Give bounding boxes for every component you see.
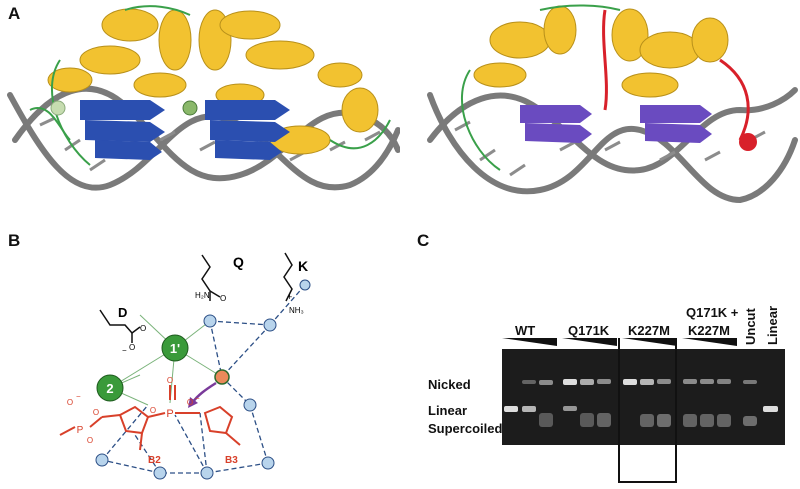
gln-label: Q (233, 254, 244, 270)
highlighted-loops-right (602, 9, 750, 141)
asp-label: D (118, 305, 127, 320)
metal-ion-left-2 (50, 100, 66, 116)
k227m-highlight-box (618, 338, 677, 483)
gel-image (502, 338, 785, 483)
asp-charge: − (122, 346, 127, 355)
band-label-linear: Linear (428, 403, 468, 418)
panel-label-c: C (417, 231, 430, 250)
loops-right (461, 4, 621, 171)
dna-bases-right (454, 120, 766, 177)
phosphate-o-6: O (67, 398, 73, 407)
gel-background (502, 349, 785, 445)
structure-left (7, 5, 400, 191)
phosphate-o-2: O (187, 398, 193, 407)
band-label-supercoiled: Supercoiled (428, 421, 503, 436)
phosphate-charge-2: − (195, 394, 200, 403)
metal-ion-2-label: 2 (106, 381, 113, 396)
structure-right (427, 4, 798, 204)
beta-sheets-left (80, 100, 290, 160)
highlight-sphere-right (739, 133, 757, 151)
base-b2-label: B2 (148, 455, 161, 466)
phosphate-p-center: P (166, 408, 173, 420)
band-label-nicked: Nicked (428, 377, 471, 392)
metal-ion-2 (96, 374, 124, 402)
alpha-helices-left (47, 8, 379, 155)
metal-ion-left (182, 100, 198, 116)
lys-label: K (298, 258, 308, 274)
lane-label-double-top: Q171K + (686, 305, 739, 320)
lys-charge: + (287, 292, 292, 302)
asp-oxygen-1: O (140, 324, 146, 333)
attack-arrow-head (188, 397, 198, 408)
beta-sheets-right (520, 105, 712, 143)
asp-residue (99, 309, 141, 343)
water-molecules (95, 279, 311, 480)
panel-label-a: A (8, 4, 21, 23)
water-network (101, 284, 306, 474)
gln-residue (201, 254, 221, 301)
lane-label-double-bottom: K227M (688, 323, 730, 338)
metal-ion-1-prime-label: 1' (170, 341, 180, 356)
metal-ion-1-prime (161, 334, 189, 362)
gln-oxygen: O (220, 294, 226, 303)
dna-backbone (59, 385, 241, 451)
dna-duplex-right (427, 87, 798, 204)
gln-amine: H₂N (195, 291, 210, 300)
asp-oxygen-2: O (129, 343, 135, 352)
phosphate-p-left: P (77, 425, 84, 436)
gel-bands (504, 379, 778, 427)
phosphate-o-5: O (87, 436, 93, 445)
lys-residue (283, 252, 293, 302)
nucleophilic-water (214, 369, 230, 385)
lane-label-wt: WT (515, 323, 536, 338)
base-b3-label: B3 (225, 455, 238, 466)
active-site-diagram: D O O − Q H₂N O K + NH₃ 1' 2 (59, 252, 311, 480)
phosphate-o-4: O (93, 408, 99, 417)
lane-label-q171k: Q171K (568, 323, 610, 338)
phosphate-charge-1: − (76, 392, 81, 401)
lys-amine: NH₃ (289, 306, 304, 315)
lane-label-k227m: K227M (628, 323, 670, 338)
concentration-wedges (502, 338, 737, 346)
alpha-helices-right (473, 5, 729, 98)
phosphate-o-3: O (150, 406, 156, 415)
panel-label-b: B (8, 231, 21, 250)
phosphate-o-1: O (167, 376, 173, 385)
